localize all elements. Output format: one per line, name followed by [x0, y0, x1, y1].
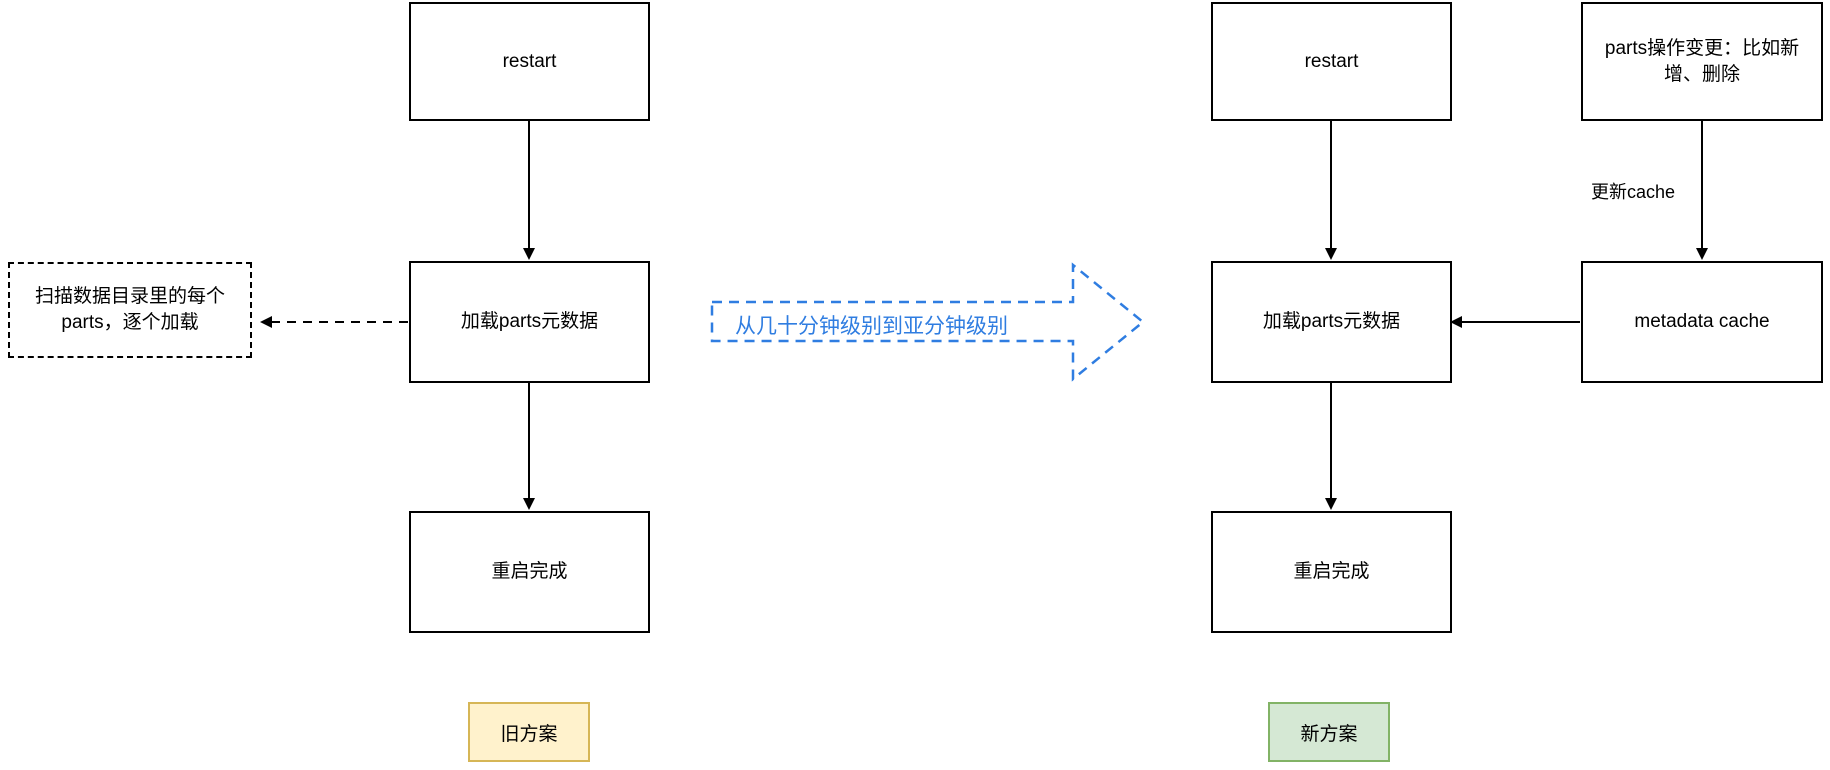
improvement-arrow-label: 从几十分钟级别到亚分钟级别 [735, 315, 1008, 338]
improvement-block-arrow [710, 262, 1145, 382]
node-right-restart-label: restart [1304, 50, 1359, 72]
node-left-load-parts-metadata-label: 加载parts元数据 [460, 311, 599, 333]
node-right-restart[interactable]: restart [1211, 2, 1452, 121]
node-scan-note[interactable]: 扫描数据目录里的每个parts，逐个加载 [8, 262, 252, 358]
node-left-restart[interactable]: restart [409, 2, 650, 121]
edge-label-update-cache: 更新cache [1588, 178, 1679, 204]
node-left-restart-label: restart [502, 50, 557, 72]
node-scan-note-label: 扫描数据目录里的每个parts，逐个加载 [34, 286, 225, 333]
node-metadata-cache[interactable]: metadata cache [1581, 261, 1823, 383]
legend-new-plan[interactable]: 新方案 [1268, 702, 1390, 762]
legend-new-plan-label: 新方案 [1300, 723, 1358, 745]
legend-old-plan[interactable]: 旧方案 [468, 702, 590, 762]
legend-old-plan-label: 旧方案 [500, 723, 558, 745]
node-left-restart-done-label: 重启完成 [491, 561, 568, 583]
node-right-restart-done-label: 重启完成 [1293, 561, 1370, 583]
node-right-load-parts-metadata-label: 加载parts元数据 [1262, 311, 1401, 333]
node-parts-change-label: parts操作变更：比如新增、删除 [1604, 37, 1800, 85]
node-right-restart-done[interactable]: 重启完成 [1211, 511, 1452, 633]
node-left-restart-done[interactable]: 重启完成 [409, 511, 650, 633]
node-metadata-cache-label: metadata cache [1634, 311, 1770, 333]
node-left-load-parts-metadata[interactable]: 加载parts元数据 [409, 261, 650, 383]
node-right-load-parts-metadata[interactable]: 加载parts元数据 [1211, 261, 1452, 383]
node-parts-change[interactable]: parts操作变更：比如新增、删除 [1581, 2, 1823, 121]
